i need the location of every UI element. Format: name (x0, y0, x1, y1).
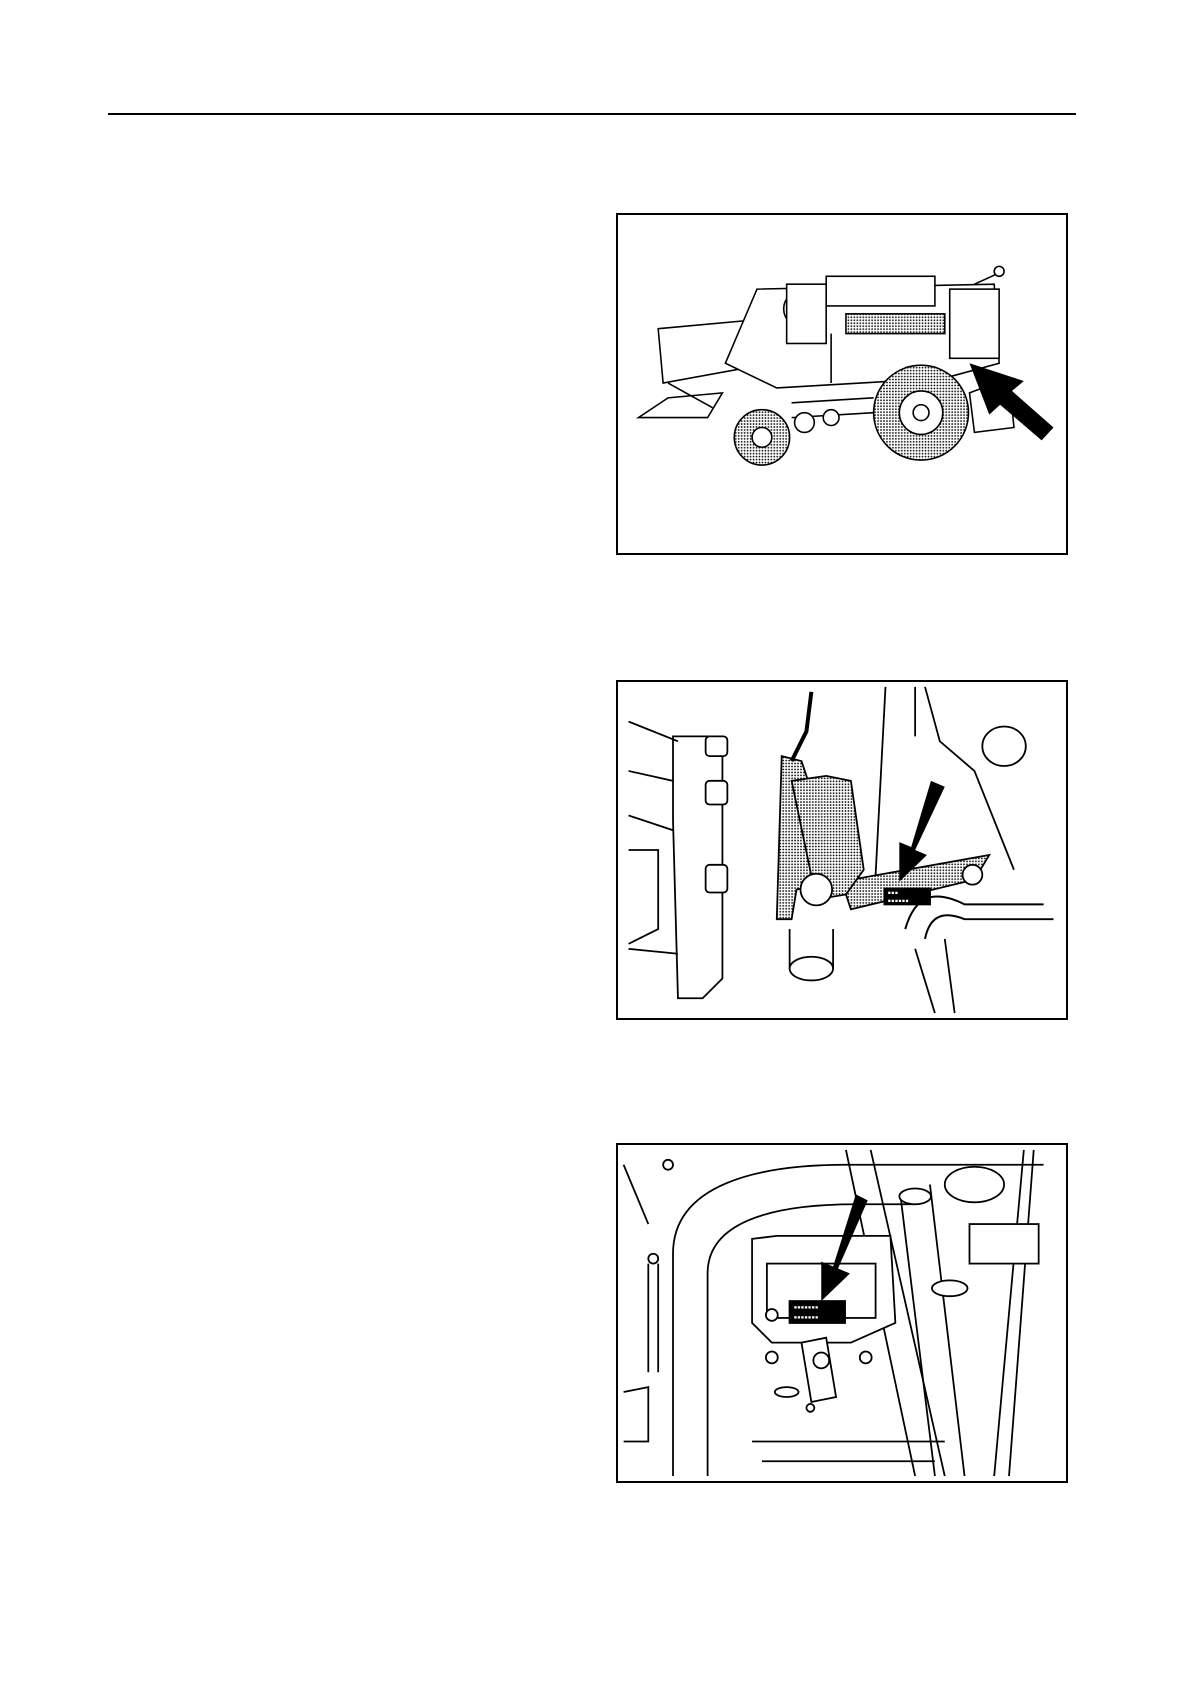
figure-chassis-plate: ▪▪▪ ▪▪▪▪▪▪ (616, 680, 1068, 1020)
figure-engine-plate: ▪▪▪▪▪▪▪ ▪▪▪▪▪▪▪ (616, 1143, 1068, 1483)
figure-combine-harvester (616, 213, 1068, 555)
svg-text:▪▪▪▪▪▪▪: ▪▪▪▪▪▪▪ (794, 1305, 819, 1311)
svg-text:▪▪▪: ▪▪▪ (887, 890, 898, 896)
svg-text:▪▪▪▪▪▪▪: ▪▪▪▪▪▪▪ (794, 1315, 819, 1321)
header-rule (108, 113, 1076, 115)
engine-plate-drawing: ▪▪▪▪▪▪▪ ▪▪▪▪▪▪▪ (618, 1145, 1066, 1481)
chassis-plate-drawing: ▪▪▪ ▪▪▪▪▪▪ (618, 682, 1066, 1018)
svg-text:▪▪▪▪▪▪: ▪▪▪▪▪▪ (887, 898, 908, 904)
combine-harvester-drawing (618, 215, 1066, 553)
